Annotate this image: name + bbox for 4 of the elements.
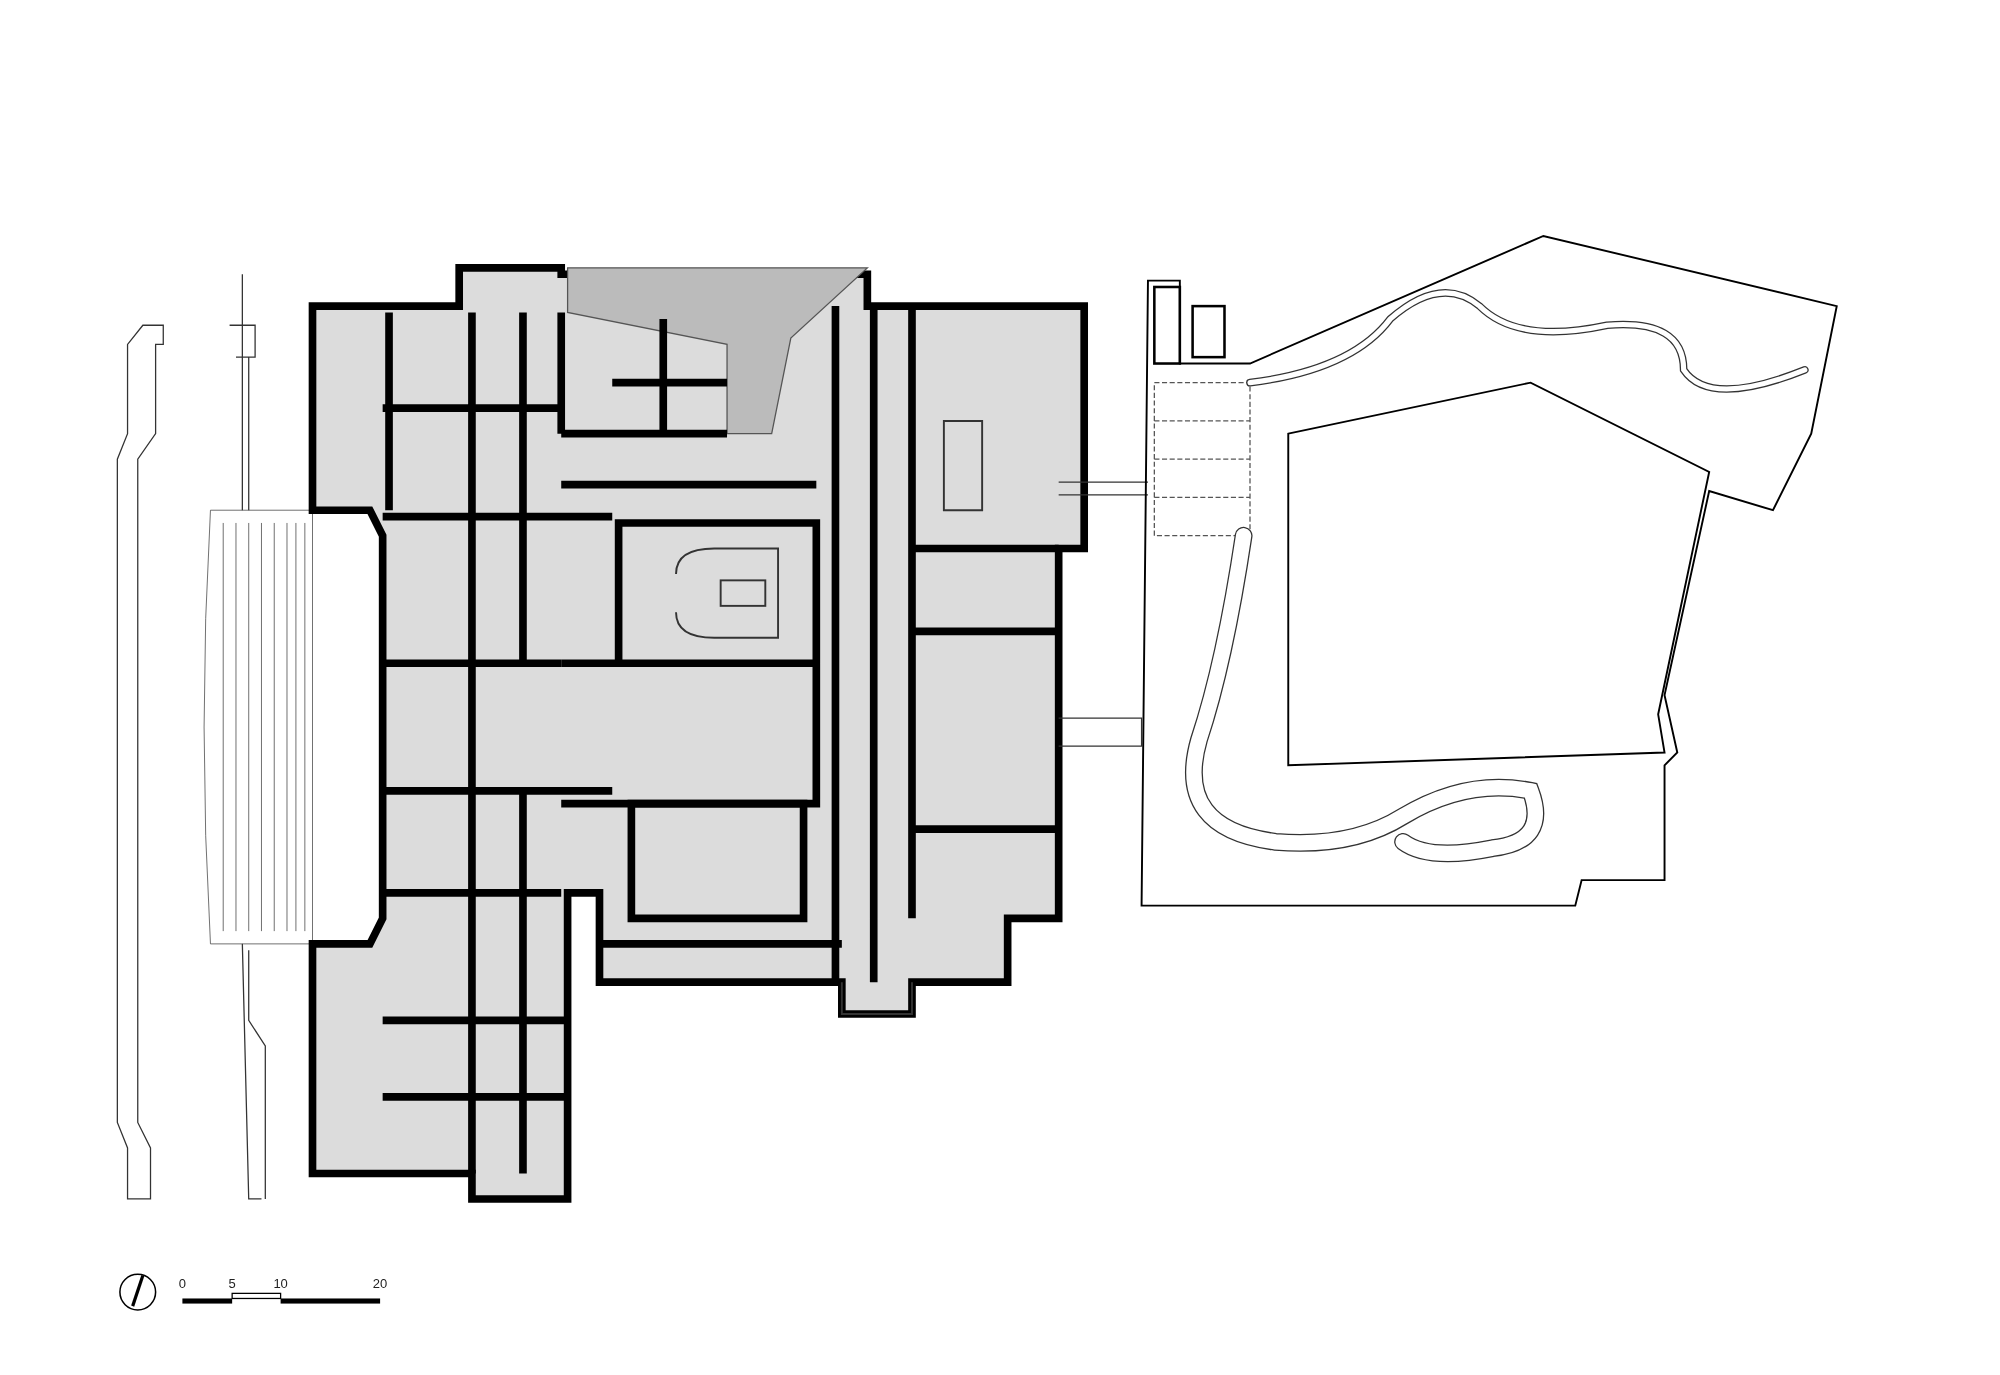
scale-label: 10 [273, 1276, 288, 1291]
scale-label: 20 [372, 1276, 388, 1291]
scale-label: 5 [228, 1276, 236, 1291]
scale-label: 0 [178, 1276, 186, 1291]
